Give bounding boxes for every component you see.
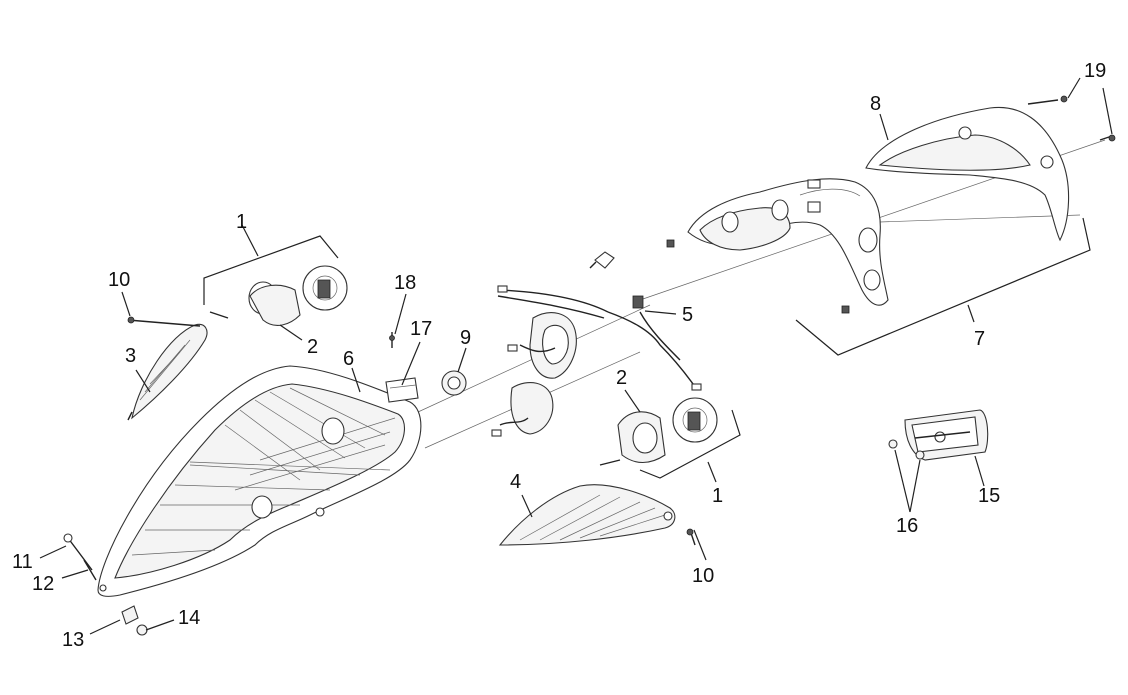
callout-11: 11 xyxy=(12,551,33,573)
callout-2-left: 2 xyxy=(307,336,318,358)
callout-17: 17 xyxy=(410,318,432,340)
license-plate-light xyxy=(904,409,989,461)
nuts-16 xyxy=(888,439,925,460)
callout-13: 13 xyxy=(62,629,84,651)
wiring-harness xyxy=(491,251,702,437)
callout-5: 5 xyxy=(682,304,693,326)
callout-1-right: 1 xyxy=(712,485,723,507)
tail-light-unit xyxy=(666,178,889,314)
callout-16: 16 xyxy=(896,515,918,537)
callout-3: 3 xyxy=(125,345,136,367)
right-bulb-assembly xyxy=(599,397,718,466)
callout-4: 4 xyxy=(510,471,521,493)
callout-6: 6 xyxy=(343,348,354,370)
left-bulb-assembly xyxy=(248,265,348,326)
low-beam-socket xyxy=(251,495,273,519)
right-turn-indicator xyxy=(498,484,676,546)
callout-10-right: 10 xyxy=(692,565,714,587)
callout-15: 15 xyxy=(978,485,1000,507)
callout-7: 7 xyxy=(974,328,985,350)
tail-cowl-cover xyxy=(865,106,1070,242)
callout-labels: 1 2 3 4 5 6 7 8 9 10 10 11 12 13 14 15 1… xyxy=(12,60,1106,651)
callout-12: 12 xyxy=(32,573,54,595)
callout-19: 19 xyxy=(1084,60,1106,82)
screw-18 xyxy=(389,332,395,348)
callout-8: 8 xyxy=(870,93,881,115)
explosion-axis-lines xyxy=(404,139,1106,449)
callout-14: 14 xyxy=(178,607,200,629)
callout-10-left: 10 xyxy=(108,269,130,291)
callout-1-left: 1 xyxy=(236,211,247,233)
group-brackets xyxy=(203,217,1091,479)
headlight-housing xyxy=(97,365,422,597)
leader-lines xyxy=(39,77,1113,635)
bracket-17 xyxy=(385,377,419,403)
callout-18: 18 xyxy=(394,272,416,294)
callout-2-right: 2 xyxy=(616,367,627,389)
screws-hardware xyxy=(63,95,1116,636)
callout-9: 9 xyxy=(460,327,471,349)
grommet-9 xyxy=(441,370,467,396)
left-turn-indicator xyxy=(127,323,208,421)
high-beam-socket xyxy=(321,417,345,445)
